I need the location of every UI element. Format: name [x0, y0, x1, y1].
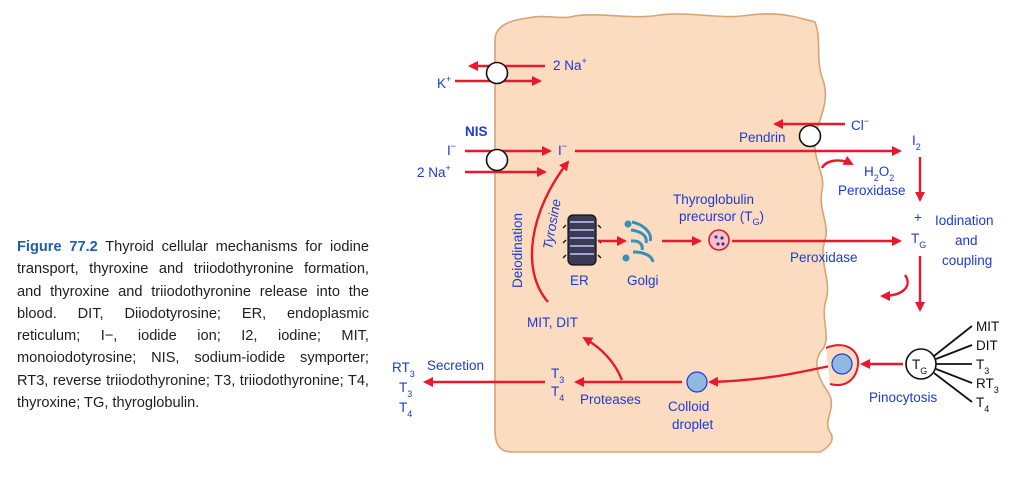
label-k: K+	[437, 74, 451, 91]
caption-text: Thyroid cellular mechanisms for iodine t…	[17, 239, 369, 412]
golgi-icon	[622, 220, 655, 263]
pump-transporter	[485, 61, 509, 85]
label-peroxidase-2: Peroxidase	[790, 250, 858, 265]
label-2na-top: 2 Na+	[553, 56, 587, 73]
figure-caption: Figure 77.2 Thyroid cellular mechanisms …	[17, 236, 369, 414]
label-colloid: Colloid	[668, 399, 709, 414]
label-coupling: coupling	[942, 253, 992, 268]
label-nis: NIS	[465, 124, 488, 139]
label-t3-mid: T3	[551, 366, 564, 385]
arrow-to-mit-dit	[582, 336, 624, 381]
label-t3-out: T3	[399, 380, 412, 399]
label-peroxidase-1: Peroxidase	[838, 183, 906, 198]
label-er: ER	[570, 273, 589, 288]
nis-transporter	[485, 148, 509, 172]
er-icon	[562, 214, 602, 266]
label-mit-right: MIT	[976, 319, 999, 334]
colloid-droplet-icon	[686, 371, 708, 393]
label-mit-dit: MIT, DIT	[527, 315, 578, 330]
label-pendrin: Pendrin	[739, 130, 786, 145]
label-proteases: Proteases	[580, 392, 641, 407]
endocytosed-droplet-icon	[831, 353, 853, 375]
label-iodide-left: I−	[447, 141, 456, 158]
label-rt3-out: RT3	[392, 360, 415, 379]
label-t4-mid: T4	[551, 384, 564, 403]
label-i2: I2	[912, 133, 921, 152]
label-h2o2: H2O2	[864, 164, 894, 183]
label-plus: +	[914, 210, 922, 225]
label-t4-out: T4	[399, 400, 412, 419]
label-iodination: Iodination	[935, 213, 994, 228]
label-thyroglobulin-1: Thyroglobulin	[673, 192, 754, 207]
label-secretion: Secretion	[427, 358, 484, 373]
label-2na-mid: 2 Na+	[417, 163, 451, 180]
label-thyroglobulin-2: precursor (TG)	[679, 209, 764, 227]
label-dit-right: DIT	[976, 338, 998, 353]
arrow-peroxidase-curve	[880, 274, 909, 301]
pendrin-transporter	[798, 124, 822, 148]
thyroid-cell	[494, 13, 833, 453]
label-golgi: Golgi	[627, 273, 659, 288]
arrow-pinocytosis-to-droplet	[708, 364, 831, 387]
label-t3-right: T3	[976, 357, 989, 376]
label-t4-right: T4	[976, 395, 989, 414]
tg-components-fan	[933, 325, 973, 403]
label-pinocytosis: Pinocytosis	[869, 390, 938, 405]
label-cl: Cl−	[851, 116, 869, 133]
vesicle-icon	[708, 229, 730, 251]
label-tg-right: TG	[911, 231, 926, 250]
label-tg-colloid: TG	[912, 357, 927, 376]
arrow-deiodination	[530, 160, 570, 303]
arrow-h2o2	[820, 155, 854, 169]
label-and: and	[955, 233, 978, 248]
label-rt3-right: RT3	[976, 376, 999, 395]
label-droplet: droplet	[672, 417, 714, 432]
label-deiodination: Deiodination	[510, 213, 525, 288]
label-iodide-inside: I−	[558, 141, 567, 158]
figure-label: Figure 77.2	[17, 239, 98, 255]
